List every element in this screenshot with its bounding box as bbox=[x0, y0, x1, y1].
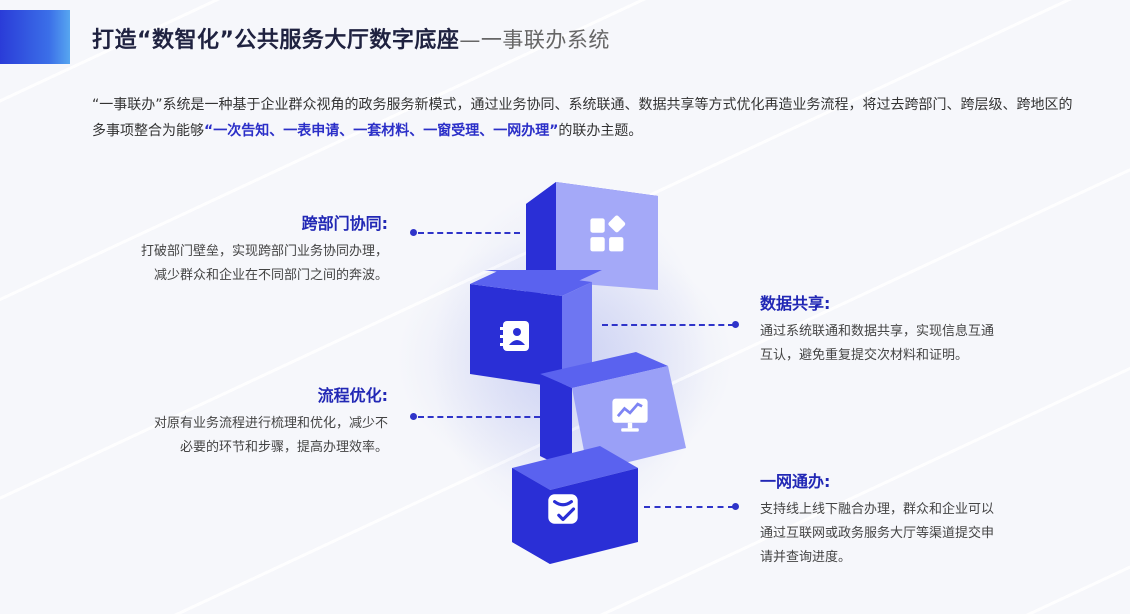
feature-cross-dept-line1: 打破部门壁垒，实现跨部门业务协同办理， bbox=[140, 244, 388, 259]
feature-online-line1: 支持线上线下融合办理，群众和企业可以 bbox=[760, 502, 995, 517]
feature-data-share-line1: 通过系统联通和数据共享，实现信息互通 bbox=[760, 324, 995, 339]
connector-dot bbox=[732, 503, 739, 510]
contact-card-icon bbox=[500, 321, 529, 351]
connector-line bbox=[602, 324, 734, 326]
feature-online-title: 一网通办: bbox=[760, 472, 831, 491]
cube-process bbox=[540, 352, 686, 472]
intro-text-1: “一事联办”系统是一种基于企业群众视角的政务服务新模式，通过业务协同、系统联通、… bbox=[92, 97, 1073, 139]
apps-grid-icon bbox=[590, 215, 626, 252]
feature-cross-dept-title: 跨部门协同: bbox=[301, 214, 388, 233]
monitor-chart-icon bbox=[612, 398, 648, 432]
connector-line bbox=[418, 416, 540, 418]
feature-data-share: 数据共享: 通过系统联通和数据共享，实现信息互通 互认，避免重复提交次材料和证明… bbox=[760, 290, 1060, 368]
intro-highlight: “一次告知、一表申请、一套材料、一窗受理、一网办理” bbox=[204, 123, 559, 139]
connector-dot bbox=[732, 321, 739, 328]
connector-dot bbox=[410, 413, 417, 420]
feature-process-line1: 对原有业务流程进行梳理和优化，减少不 bbox=[153, 416, 388, 431]
feature-online-line2: 通过互联网或政务服务大厅等渠道提交申 bbox=[760, 526, 995, 541]
feature-process-title: 流程优化: bbox=[317, 386, 388, 405]
connector-line bbox=[418, 232, 520, 234]
page-title-sub: —一事联办系统 bbox=[459, 28, 610, 52]
feature-cross-dept-line2: 减少群众和企业在不同部门之间的奔波。 bbox=[153, 268, 388, 283]
page-title: 打造“数智化”公共服务大厅数字底座—一事联办系统 bbox=[92, 22, 610, 54]
cube-cross-dept bbox=[526, 182, 658, 304]
feature-data-share-title: 数据共享: bbox=[760, 294, 831, 313]
cube-online bbox=[512, 446, 638, 564]
connector-dot bbox=[410, 229, 417, 236]
checklist-icon bbox=[548, 494, 578, 524]
connector-line bbox=[644, 506, 734, 508]
cube-data-share bbox=[470, 260, 602, 388]
feature-data-share-line2: 互认，避免重复提交次材料和证明。 bbox=[760, 348, 969, 363]
page-title-main: 打造“数智化”公共服务大厅数字底座 bbox=[92, 28, 460, 53]
intro-text-2: 的联办主题。 bbox=[558, 123, 643, 139]
feature-process: 流程优化: 对原有业务流程进行梳理和优化，减少不 必要的环节和步骤，提高办理效率… bbox=[96, 382, 388, 460]
intro-paragraph: “一事联办”系统是一种基于企业群众视角的政务服务新模式，通过业务协同、系统联通、… bbox=[92, 92, 1082, 144]
feature-cross-dept: 跨部门协同: 打破部门壁垒，实现跨部门业务协同办理， 减少群众和企业在不同部门之… bbox=[96, 210, 388, 288]
feature-process-line2: 必要的环节和步骤，提高办理效率。 bbox=[179, 440, 388, 455]
feature-online-line3: 请并查询进度。 bbox=[760, 550, 852, 565]
title-accent-bar bbox=[0, 10, 70, 64]
feature-online: 一网通办: 支持线上线下融合办理，群众和企业可以 通过互联网或政务服务大厅等渠道… bbox=[760, 468, 1060, 570]
